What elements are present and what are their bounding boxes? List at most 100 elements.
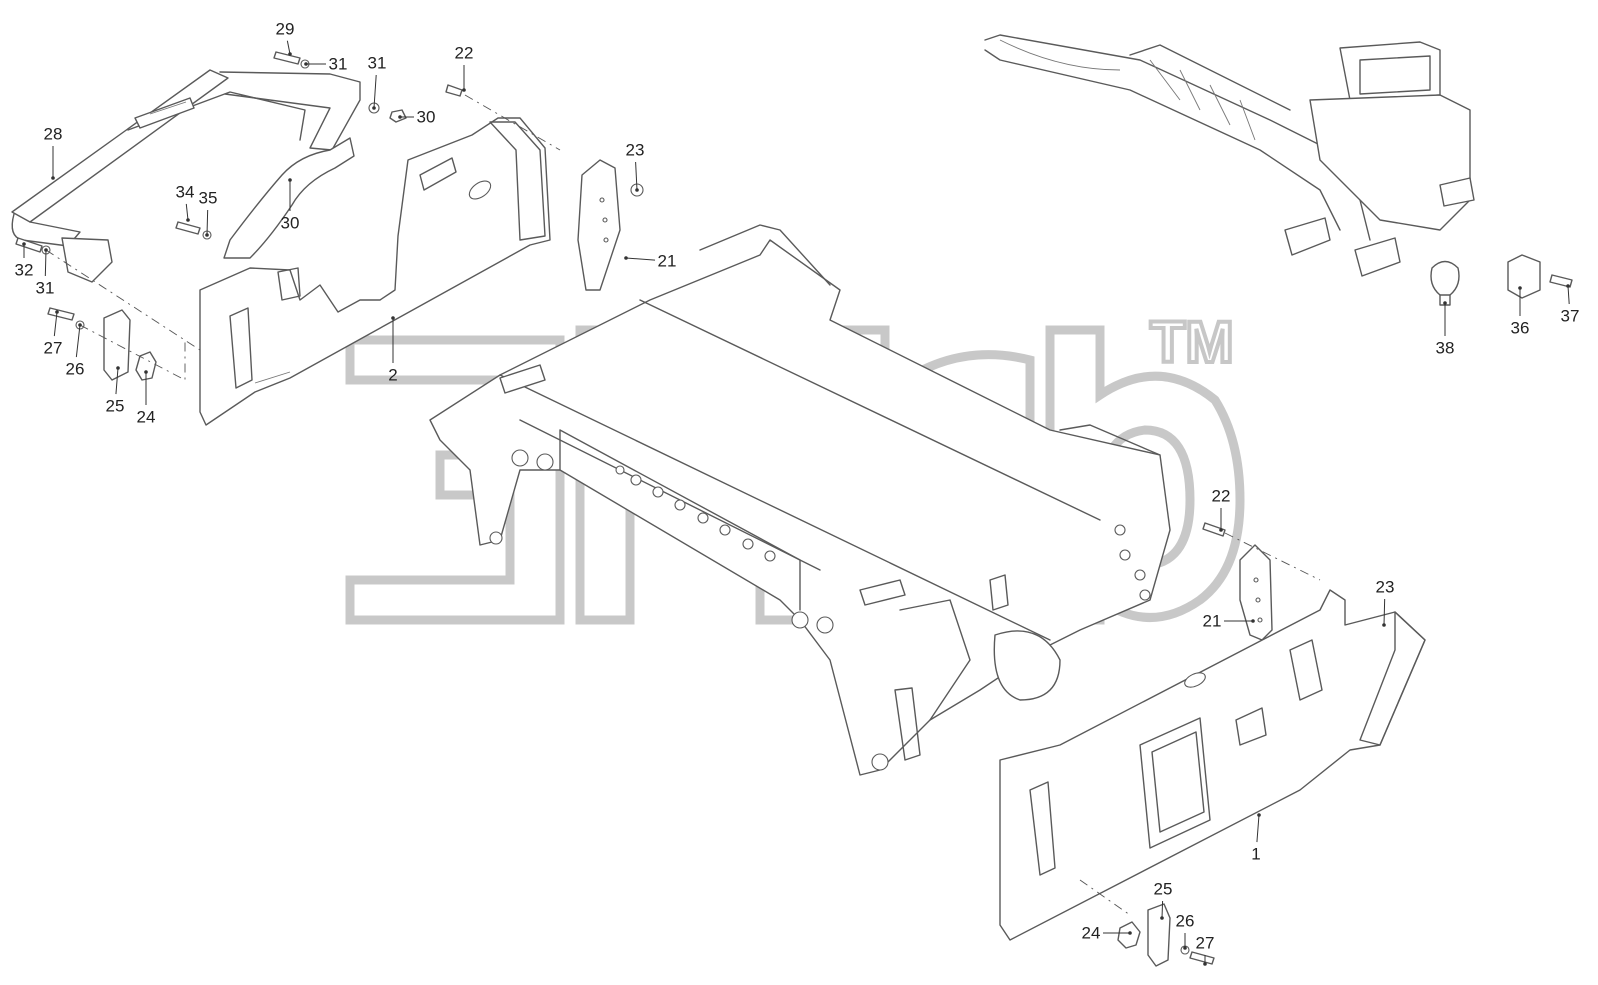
hinge-right	[1079, 879, 1215, 967]
callout-label: 31	[36, 279, 55, 298]
callout-leader	[53, 311, 58, 337]
callout-anchor	[186, 218, 190, 222]
callout-22: 22	[1212, 487, 1230, 532]
watermark-trademark: TM	[1150, 310, 1234, 375]
part-1-side-panel	[999, 589, 1426, 941]
callout-35: 35	[199, 189, 218, 237]
callout-anchor	[288, 178, 292, 182]
callout-label: 26	[1176, 912, 1195, 931]
callout-31: 31	[304, 55, 347, 74]
callout-label: 26	[66, 360, 85, 379]
callout-leader	[625, 257, 656, 261]
callout-leader	[44, 249, 47, 277]
callout-anchor	[1160, 916, 1164, 920]
small-parts-36-37-38	[1430, 254, 1573, 306]
callout-leader	[115, 367, 119, 395]
callout-leader	[286, 40, 291, 55]
callout-24: 24	[1082, 924, 1132, 943]
callout-2: 2	[388, 316, 398, 385]
callout-38: 38	[1436, 301, 1455, 358]
callout-anchor	[44, 248, 48, 252]
callout-anchor	[1183, 946, 1187, 950]
callout-anchor	[78, 323, 82, 327]
callout-26: 26	[1176, 912, 1195, 950]
callout-anchor	[635, 188, 639, 192]
callout-label: 23	[626, 141, 645, 160]
part-21-plate-upper	[577, 159, 621, 291]
callout-31: 31	[36, 248, 55, 298]
callout-label: 25	[106, 397, 125, 416]
callout-leader	[635, 161, 638, 191]
callout-label: 30	[417, 108, 436, 127]
callout-label: 30	[281, 214, 300, 233]
callout-28: 28	[44, 125, 63, 180]
callout-29: 29	[276, 20, 295, 56]
callout-anchor	[372, 106, 376, 110]
callout-anchor	[1443, 301, 1447, 305]
callout-leader	[206, 209, 209, 236]
callout-30: 30	[281, 178, 300, 233]
callout-21: 21	[624, 252, 676, 271]
callout-1: 1	[1251, 813, 1261, 864]
callout-leader	[373, 74, 377, 109]
callout-label: 28	[44, 125, 63, 144]
hinge-left	[47, 307, 186, 381]
callout-leader	[1256, 814, 1260, 843]
callout-anchor	[398, 115, 402, 119]
callout-34: 34	[176, 183, 195, 222]
callout-label: 25	[1154, 880, 1173, 899]
callout-anchor	[116, 366, 120, 370]
callout-anchor	[1257, 813, 1261, 817]
callout-label: 24	[1082, 924, 1101, 943]
callout-23: 23	[626, 141, 645, 192]
callout-25: 25	[106, 366, 125, 416]
part-2-side-panel	[199, 117, 551, 426]
callout-label: 2	[388, 366, 397, 385]
callout-21: 21	[1203, 612, 1255, 631]
callout-label: 37	[1561, 307, 1580, 326]
callout-label: 23	[1376, 578, 1395, 597]
callout-anchor	[304, 62, 308, 66]
callout-label: 27	[44, 339, 63, 358]
callout-anchor	[462, 88, 466, 92]
callout-leader	[1383, 598, 1386, 626]
callout-25: 25	[1154, 880, 1173, 920]
callout-23: 23	[1376, 578, 1395, 627]
machine-overview-inset	[984, 34, 1475, 277]
callout-anchor	[1382, 623, 1386, 627]
callout-24: 24	[137, 370, 156, 427]
callout-37: 37	[1561, 284, 1580, 326]
callout-leader	[1567, 285, 1570, 305]
callout-anchor	[624, 256, 628, 260]
callout-30: 30	[398, 108, 435, 127]
callout-label: 35	[199, 189, 218, 208]
callout-label: 29	[276, 20, 295, 39]
callout-22: 22	[455, 44, 474, 92]
callout-26: 26	[66, 323, 85, 379]
callout-label: 36	[1511, 319, 1530, 338]
callout-label: 24	[137, 408, 156, 427]
callout-anchor	[1518, 286, 1522, 290]
callout-anchor	[1203, 962, 1207, 966]
callout-label: 31	[368, 54, 387, 73]
callout-anchor	[391, 316, 395, 320]
callout-anchor	[1251, 619, 1255, 623]
callout-31: 31	[368, 54, 387, 110]
callout-label: 32	[15, 261, 34, 280]
callout-label: 21	[1203, 612, 1222, 631]
callout-label: 34	[176, 183, 195, 202]
callout-anchor	[1566, 284, 1570, 288]
part-30-plate	[223, 137, 355, 259]
callout-label: 22	[455, 44, 474, 63]
callout-anchor	[1219, 528, 1223, 532]
callout-27: 27	[44, 310, 63, 358]
callout-leader	[75, 324, 81, 358]
callout-32: 32	[15, 242, 34, 280]
callout-label: 38	[1436, 339, 1455, 358]
callout-anchor	[288, 52, 292, 56]
callout-leader	[185, 203, 189, 221]
callout-label: 1	[1251, 845, 1260, 864]
callout-27: 27	[1196, 934, 1214, 966]
